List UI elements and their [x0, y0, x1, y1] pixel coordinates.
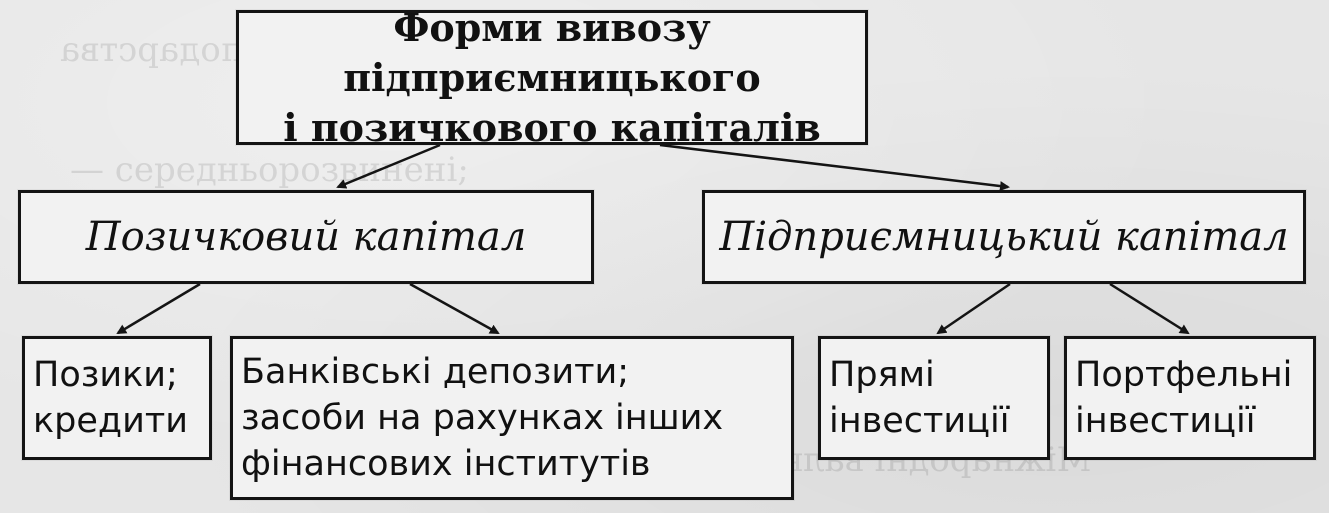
loans-line: кредити [33, 401, 188, 441]
direct-investment-label: Прямі інвестиції [829, 352, 1009, 444]
root-node-label: Форми вивозу підприємницького і позичков… [239, 3, 865, 153]
portfolio-investment-node: Портфельні інвестиції [1064, 336, 1316, 460]
portfolio-investment-line: Портфельні [1075, 355, 1293, 395]
deposits-line: засоби на рахунках інших [241, 398, 724, 438]
arrow-loan-capital-to-deposits [409, 282, 500, 335]
loans-node: Позики; кредити [22, 336, 212, 460]
arrow-business-capital-to-direct [936, 282, 1011, 335]
direct-investment-node: Прямі інвестиції [818, 336, 1050, 460]
loan-capital-label: Позичковий капітал [85, 214, 527, 260]
root-node: Форми вивозу підприємницького і позичков… [236, 5, 868, 150]
root-node-line: Форми вивозу підприємницького [343, 4, 761, 100]
root-node-line: і позичкового капіталів [283, 104, 821, 150]
direct-investment-line: Прямі [829, 355, 935, 395]
direct-investment-line: інвестиції [829, 401, 1010, 441]
business-capital-label: Підприємницький капітал [719, 214, 1289, 260]
arrow-business-capital-to-portfolio [1109, 282, 1190, 335]
deposits-label: Банківські депозити; засоби на рахунках … [241, 349, 723, 487]
arrow-root-to-business-capital [659, 143, 1010, 192]
deposits-line: фінансових інститутів [241, 444, 651, 484]
loans-line: Позики; [33, 355, 178, 395]
portfolio-investment-line: інвестиції [1075, 401, 1256, 441]
business-capital-node: Підприємницький капітал [702, 190, 1306, 284]
loans-label: Позики; кредити [33, 352, 188, 444]
arrow-root-to-loan-capital [336, 143, 441, 189]
arrow-loan-capital-to-loans [116, 282, 201, 335]
deposits-node: Банківські депозити; засоби на рахунках … [230, 336, 794, 500]
loan-capital-node: Позичковий капітал [18, 190, 594, 284]
deposits-line: Банківські депозити; [241, 352, 630, 392]
portfolio-investment-label: Портфельні інвестиції [1075, 352, 1292, 444]
